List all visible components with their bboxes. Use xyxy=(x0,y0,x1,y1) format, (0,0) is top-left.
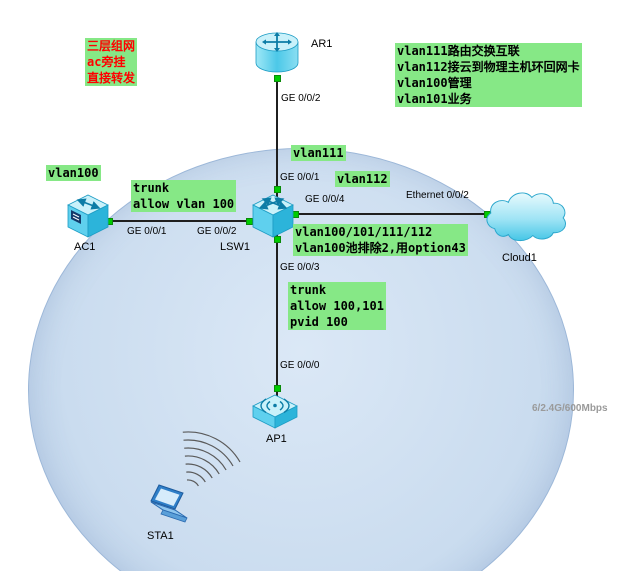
port-up-indicator xyxy=(274,236,281,243)
device-ar1[interactable] xyxy=(252,27,302,82)
laptop-icon xyxy=(150,484,188,523)
note-topology-mode[interactable]: 三层组网 ac旁挂 直接转发 xyxy=(85,38,138,86)
port-label-lsw1-ge-0-0-3: GE 0/0/3 xyxy=(280,262,320,273)
note-vlan111[interactable]: vlan111 xyxy=(291,145,346,161)
device-sta1[interactable] xyxy=(146,484,194,533)
link-ar1-lsw1[interactable] xyxy=(276,76,278,213)
router-icon xyxy=(255,32,299,73)
note-dhcp-pool[interactable]: vlan100/101/111/112 vlan100池排除2,用option4… xyxy=(293,224,468,256)
device-ac1[interactable] xyxy=(66,192,110,245)
port-label-ap1-ge-0-0-0: GE 0/0/0 xyxy=(280,360,320,371)
access-controller-icon xyxy=(67,194,109,238)
device-label-ac1: AC1 xyxy=(74,241,96,253)
port-label-ar1-ge-0-0-2: GE 0/0/2 xyxy=(281,93,321,104)
port-up-indicator xyxy=(274,186,281,193)
access-point-icon xyxy=(252,394,298,429)
device-lsw1[interactable] xyxy=(251,192,295,245)
port-up-indicator xyxy=(246,218,253,225)
device-label-cloud1: Cloud1 xyxy=(502,252,537,264)
link-lsw1-ap1[interactable] xyxy=(276,235,278,397)
port-up-indicator xyxy=(274,385,281,392)
wireless-coverage-ellipse xyxy=(28,148,574,571)
note-vlan112[interactable]: vlan112 xyxy=(335,171,390,187)
port-label-lsw1-ge-0-0-4: GE 0/0/4 xyxy=(305,194,345,205)
switch-icon xyxy=(252,194,294,238)
note-trunk-ap-link[interactable]: trunk allow 100,101 pvid 100 xyxy=(288,282,386,330)
port-up-indicator xyxy=(274,75,281,82)
device-cloud1[interactable] xyxy=(482,184,570,253)
note-ac-vlan100[interactable]: vlan100 xyxy=(46,165,101,181)
note-vlan-plan[interactable]: vlan111路由交换互联 vlan112接云到物理主机环回网卡 vlan100… xyxy=(395,43,582,107)
device-ap1[interactable] xyxy=(251,388,299,437)
port-label-ac1-ge-0-0-1: GE 0/0/1 xyxy=(127,226,167,237)
port-label-cloud1-ethernet-0-0-2: Ethernet 0/0/2 xyxy=(406,190,469,201)
device-label-ar1: AR1 xyxy=(311,38,333,50)
note-trunk-ac-link[interactable]: trunk allow vlan 100 xyxy=(131,180,237,212)
device-label-ap1: AP1 xyxy=(266,433,287,445)
port-label-lsw1-ge-0-0-2: GE 0/0/2 xyxy=(197,226,237,237)
device-label-sta1: STA1 xyxy=(147,530,174,542)
cloud-icon xyxy=(486,192,566,242)
wifi-rate-label: 6/2.4G/600Mbps xyxy=(532,403,608,414)
link-ac1-lsw1[interactable] xyxy=(104,220,258,222)
device-label-lsw1: LSW1 xyxy=(220,241,250,253)
port-label-lsw1-ge-0-0-1: GE 0/0/1 xyxy=(280,172,320,183)
wifi-signal-waves-icon xyxy=(182,431,241,487)
link-lsw1-cloud1[interactable] xyxy=(292,213,492,215)
